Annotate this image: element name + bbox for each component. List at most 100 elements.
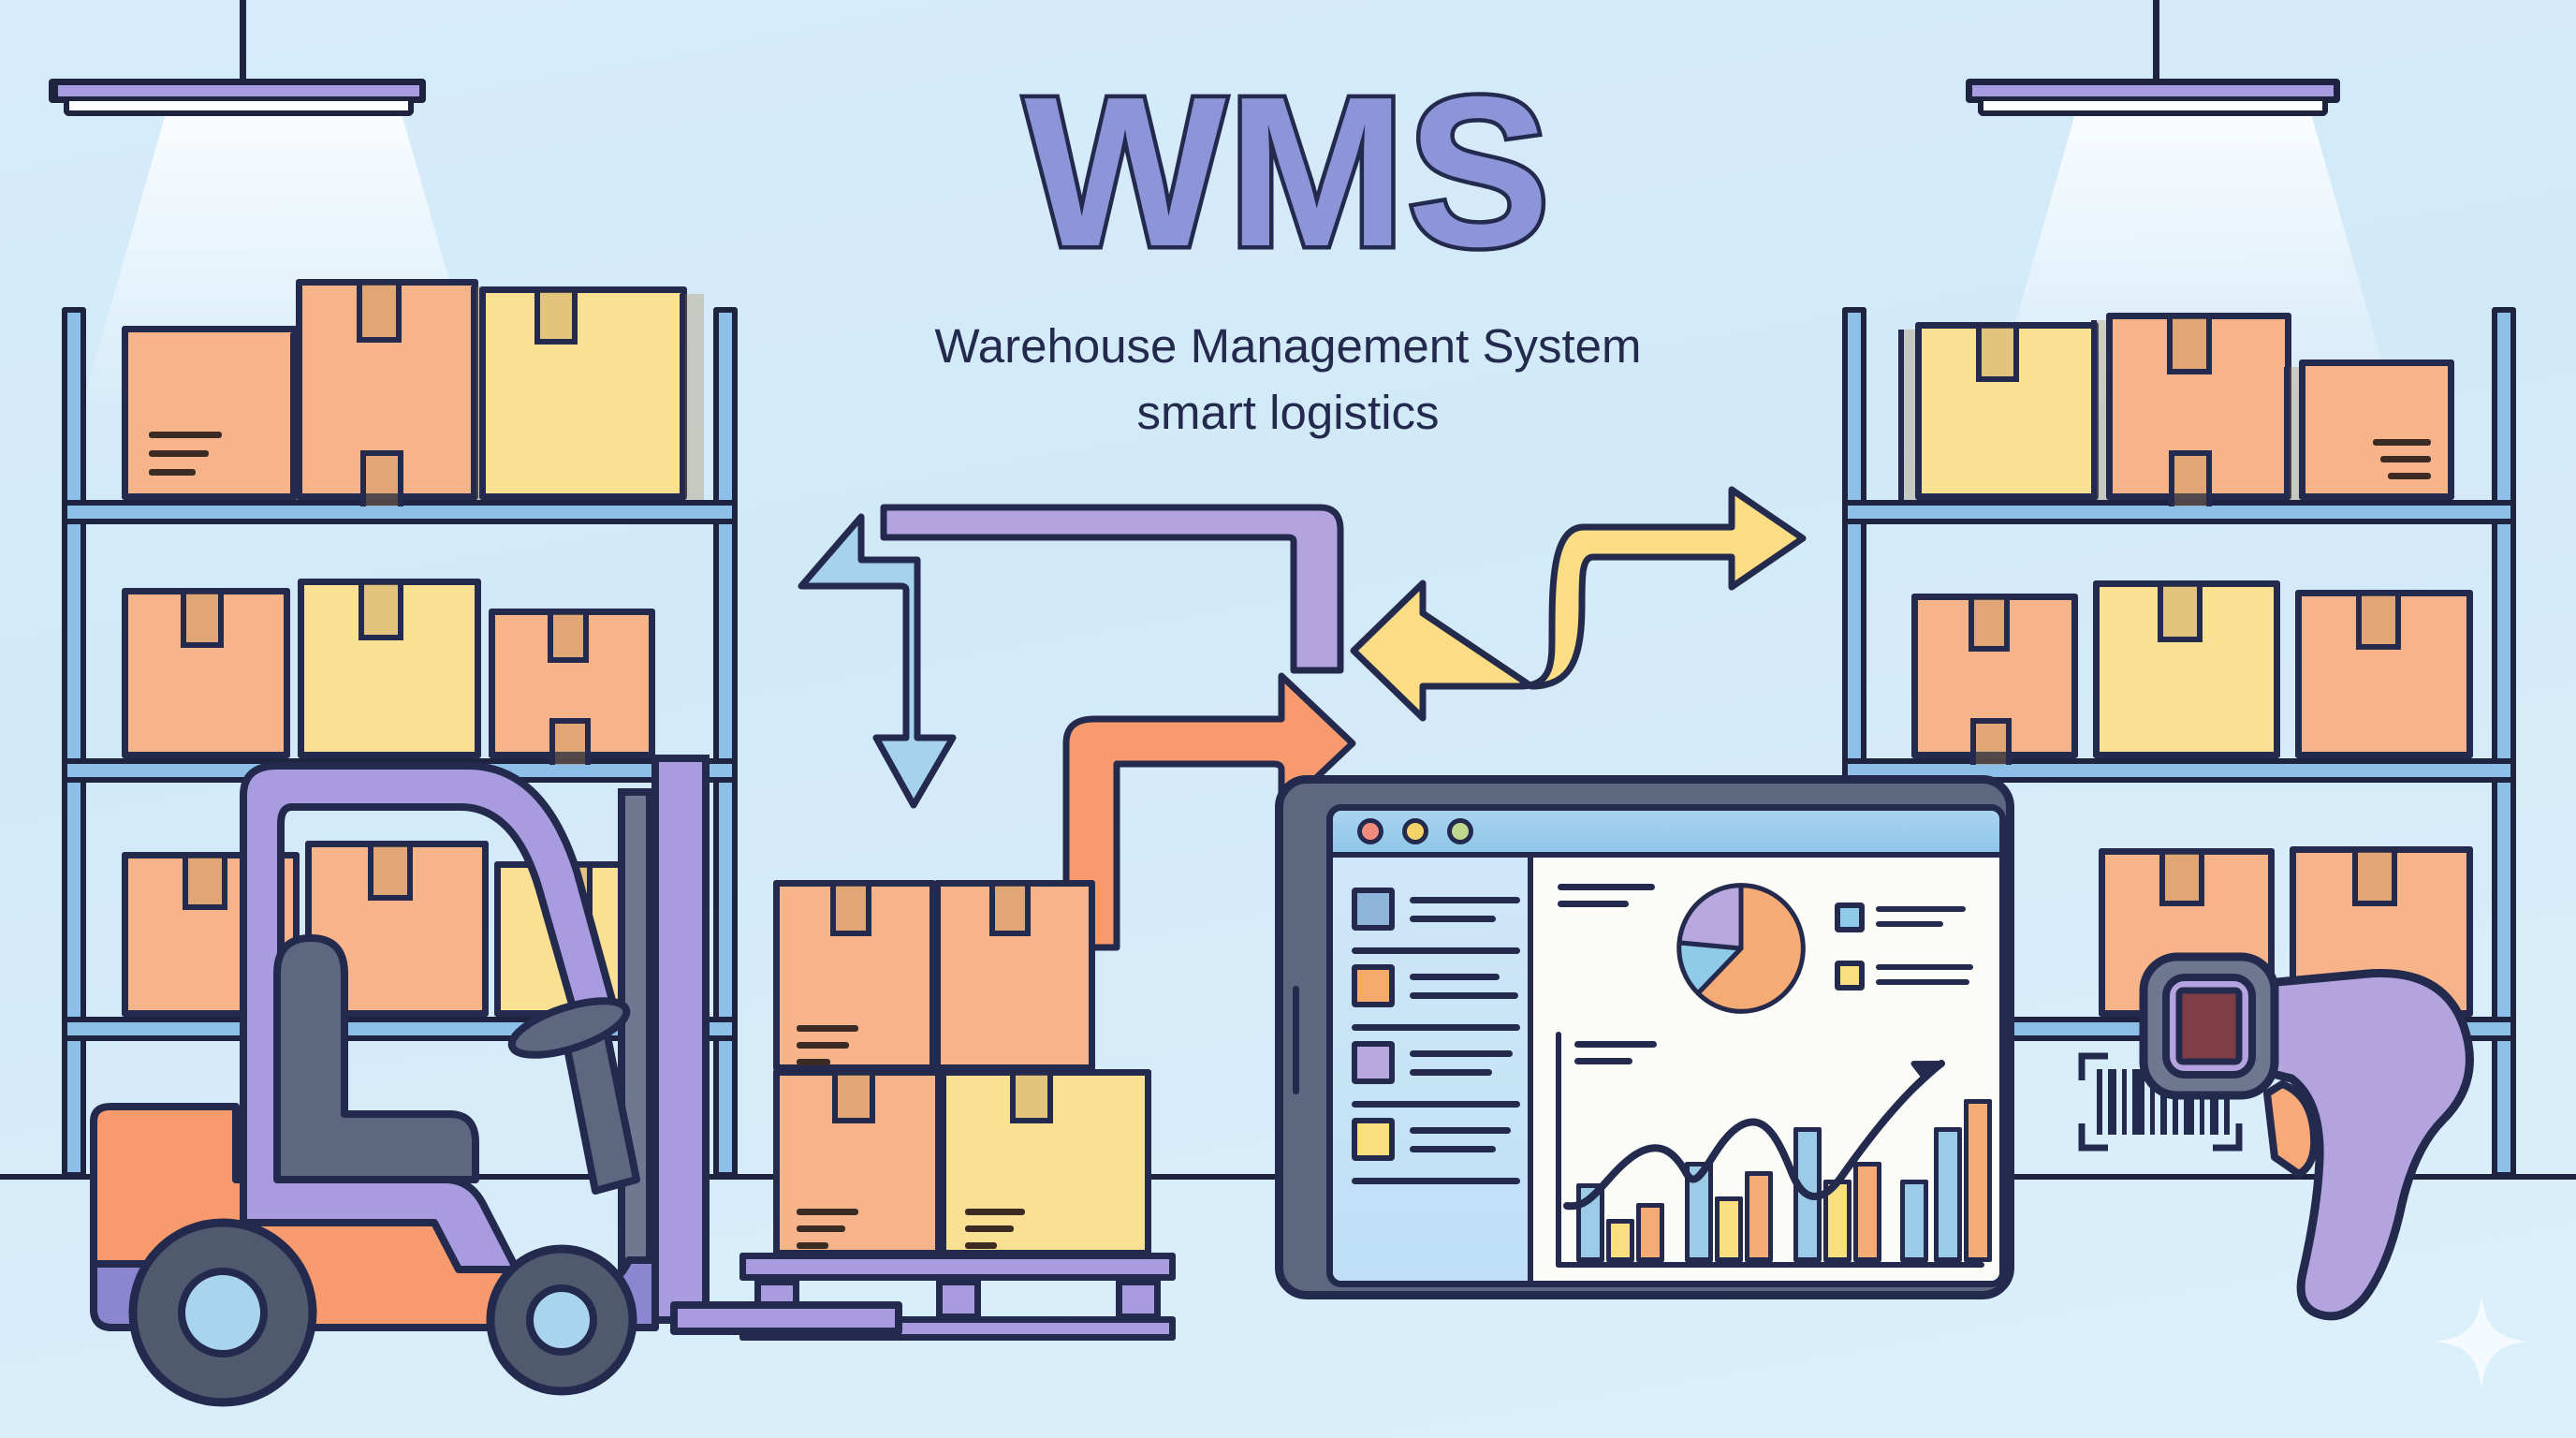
box xyxy=(940,1069,1151,1256)
subtitle-line-2: smart logistics xyxy=(1136,386,1440,439)
sidebar-swatch-shipping xyxy=(1352,1041,1395,1084)
sidebar-line xyxy=(1410,974,1500,980)
forklift-steering-wheel xyxy=(507,997,631,1059)
throughput-bar-chart xyxy=(1556,1045,1992,1262)
legend-swatch-blue xyxy=(1835,902,1865,932)
box xyxy=(2093,580,2280,758)
sidebar-item-reports[interactable] xyxy=(1352,1116,1520,1168)
box xyxy=(2106,313,2291,506)
sidebar-swatch-orders xyxy=(1352,964,1395,1007)
bar xyxy=(1745,1170,1773,1262)
legend-line xyxy=(1876,964,1973,970)
legend-line xyxy=(1876,979,1969,985)
forklift-fork xyxy=(670,1301,902,1335)
sidebar-line xyxy=(1410,1127,1511,1134)
box xyxy=(479,286,687,500)
forklift-wheel-rear-hub xyxy=(178,1268,268,1357)
scanner-body xyxy=(2242,968,2474,1321)
forklift-mast-rail xyxy=(618,788,653,1320)
panel-header-line xyxy=(1558,901,1629,907)
bar xyxy=(1934,1127,1962,1262)
sidebar-divider xyxy=(1352,1101,1520,1108)
sidebar-item-shipping[interactable] xyxy=(1352,1039,1520,1092)
trend-line xyxy=(1563,1060,1945,1211)
ceiling-light-right-lens xyxy=(1978,101,2328,116)
tablet-screen xyxy=(1326,804,2006,1287)
sidebar-line xyxy=(1410,1146,1496,1152)
pie-slice-purple xyxy=(1676,883,1744,951)
sidebar-item-orders[interactable] xyxy=(1352,962,1520,1015)
subtitle-line-1: Warehouse Management System xyxy=(934,319,1642,373)
sidebar-item-inventory[interactable] xyxy=(1352,886,1520,938)
window-dot-yellow[interactable] xyxy=(1402,818,1428,844)
box xyxy=(122,588,290,758)
sidebar-swatch-inventory xyxy=(1352,888,1395,931)
bar xyxy=(1964,1099,1992,1262)
box xyxy=(773,1069,942,1256)
bar xyxy=(1715,1196,1743,1262)
dashboard-main-panel xyxy=(1533,858,1999,1281)
legend-line xyxy=(1876,921,1943,927)
dashboard-titlebar xyxy=(1333,811,1999,858)
subtitle-block: Warehouse Management System smart logist… xyxy=(0,318,2576,440)
inventory-distribution-pie xyxy=(1676,883,1806,1014)
box xyxy=(1915,322,2099,500)
forklift xyxy=(90,755,902,1407)
forklift-wheel-front-hub xyxy=(526,1284,597,1356)
chart-y-axis xyxy=(1556,1032,1561,1268)
barcode xyxy=(2078,1052,2243,1152)
sidebar-line xyxy=(1410,992,1518,999)
sidebar-divider xyxy=(1352,947,1520,954)
sidebar-line xyxy=(1410,916,1496,922)
sidebar-divider xyxy=(1352,1024,1520,1031)
bar xyxy=(1853,1162,1881,1262)
pallet-block xyxy=(936,1279,981,1320)
arrow-return-yellow xyxy=(1350,486,1807,722)
ceiling-light-left-lens xyxy=(64,101,414,116)
box-side xyxy=(680,294,704,500)
pallet-block xyxy=(1116,1279,1161,1320)
sidebar-divider xyxy=(1352,1178,1520,1184)
legend-line xyxy=(1876,906,1966,912)
chart-header-line xyxy=(1574,1058,1632,1064)
window-dot-green[interactable] xyxy=(1447,818,1473,844)
light-stem-left xyxy=(240,0,246,82)
ceiling-light-right-bar xyxy=(1966,79,2340,103)
ceiling-light-left-bar xyxy=(51,79,426,103)
scanner-trigger xyxy=(2263,1080,2319,1178)
box xyxy=(296,279,478,506)
arrow-inbound-blue xyxy=(798,513,957,809)
tablet-side-button[interactable] xyxy=(1293,986,1299,1094)
pallet-top-deck xyxy=(739,1253,1176,1281)
chart-x-axis xyxy=(1556,1262,1984,1268)
sidebar-line xyxy=(1410,1050,1513,1057)
tablet-dashboard[interactable] xyxy=(1275,775,2014,1299)
forklift-seat xyxy=(273,934,479,1183)
barcode-scanner xyxy=(2139,952,2474,1321)
box xyxy=(934,880,1095,1071)
box xyxy=(1911,594,2078,765)
title-acronym: WMS xyxy=(1020,53,1554,291)
bar xyxy=(1636,1203,1664,1262)
arrow-transfer-purple xyxy=(880,504,1344,674)
rack-beam-right-1 xyxy=(1842,500,2516,524)
bar xyxy=(1900,1179,1928,1262)
page-title: WMS xyxy=(0,53,2576,291)
box xyxy=(298,579,481,758)
pie-slice-orange xyxy=(1695,883,1806,1014)
box xyxy=(2299,360,2454,500)
forklift-mast xyxy=(651,755,710,1324)
box xyxy=(489,609,655,765)
box xyxy=(2295,590,2473,758)
box xyxy=(122,326,298,500)
sparkle-icon xyxy=(2436,1296,2527,1387)
dashboard-sidebar xyxy=(1333,858,1533,1281)
window-dot-red[interactable] xyxy=(1357,818,1383,844)
sidebar-swatch-reports xyxy=(1352,1118,1395,1161)
panel-header-line xyxy=(1558,884,1655,890)
legend-swatch-yellow xyxy=(1835,961,1865,990)
bar xyxy=(1606,1218,1634,1262)
sidebar-line xyxy=(1410,1069,1492,1076)
scanner-window xyxy=(2175,987,2243,1065)
